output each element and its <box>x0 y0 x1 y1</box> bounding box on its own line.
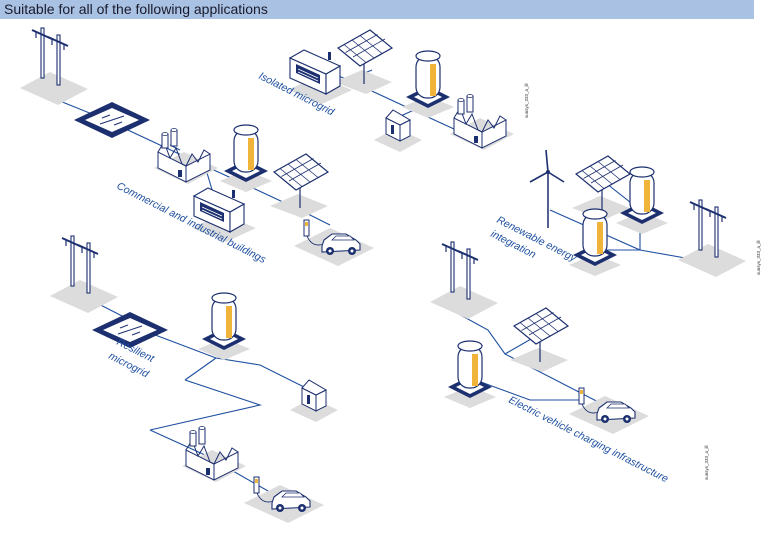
image-code: sunsys_333_a_ill <box>756 240 761 275</box>
image-code: sunsys_333_a_ill <box>704 445 709 480</box>
scenario-isolated-microgrid <box>287 26 515 153</box>
battery-storage-icon <box>568 208 622 277</box>
scenario-resilient-microgrid <box>49 235 339 524</box>
ev-car-icon <box>243 476 325 524</box>
ev-car-icon <box>293 219 375 267</box>
header-bar: Suitable for all of the following applic… <box>0 0 754 19</box>
battery-storage-icon <box>401 50 455 119</box>
wind-turbine-icon <box>529 149 565 229</box>
battery-storage-icon <box>219 124 273 193</box>
house-icon <box>289 379 339 423</box>
ev-car-icon <box>568 387 650 435</box>
power-pylon-icon <box>429 241 499 320</box>
battery-storage-icon <box>197 292 251 361</box>
solar-panel-icon <box>509 304 569 373</box>
solar-panel-icon <box>269 150 329 219</box>
page-title: Suitable for all of the following applic… <box>4 1 268 17</box>
factory-icon <box>449 94 515 151</box>
scenario-ev-charging <box>429 241 650 435</box>
battery-storage-icon <box>443 340 497 409</box>
house-icon <box>373 109 423 153</box>
power-pylon-icon <box>677 199 747 278</box>
inverter-icon <box>73 101 151 139</box>
power-pylon-icon <box>49 235 119 314</box>
factory-icon <box>181 426 247 483</box>
solar-panel-icon <box>333 26 393 95</box>
label-commercial-industrial: Commercial and industrial buildings <box>115 180 269 266</box>
power-pylon-icon <box>19 27 89 106</box>
image-code: sunsys_333_a_ill <box>524 83 529 118</box>
